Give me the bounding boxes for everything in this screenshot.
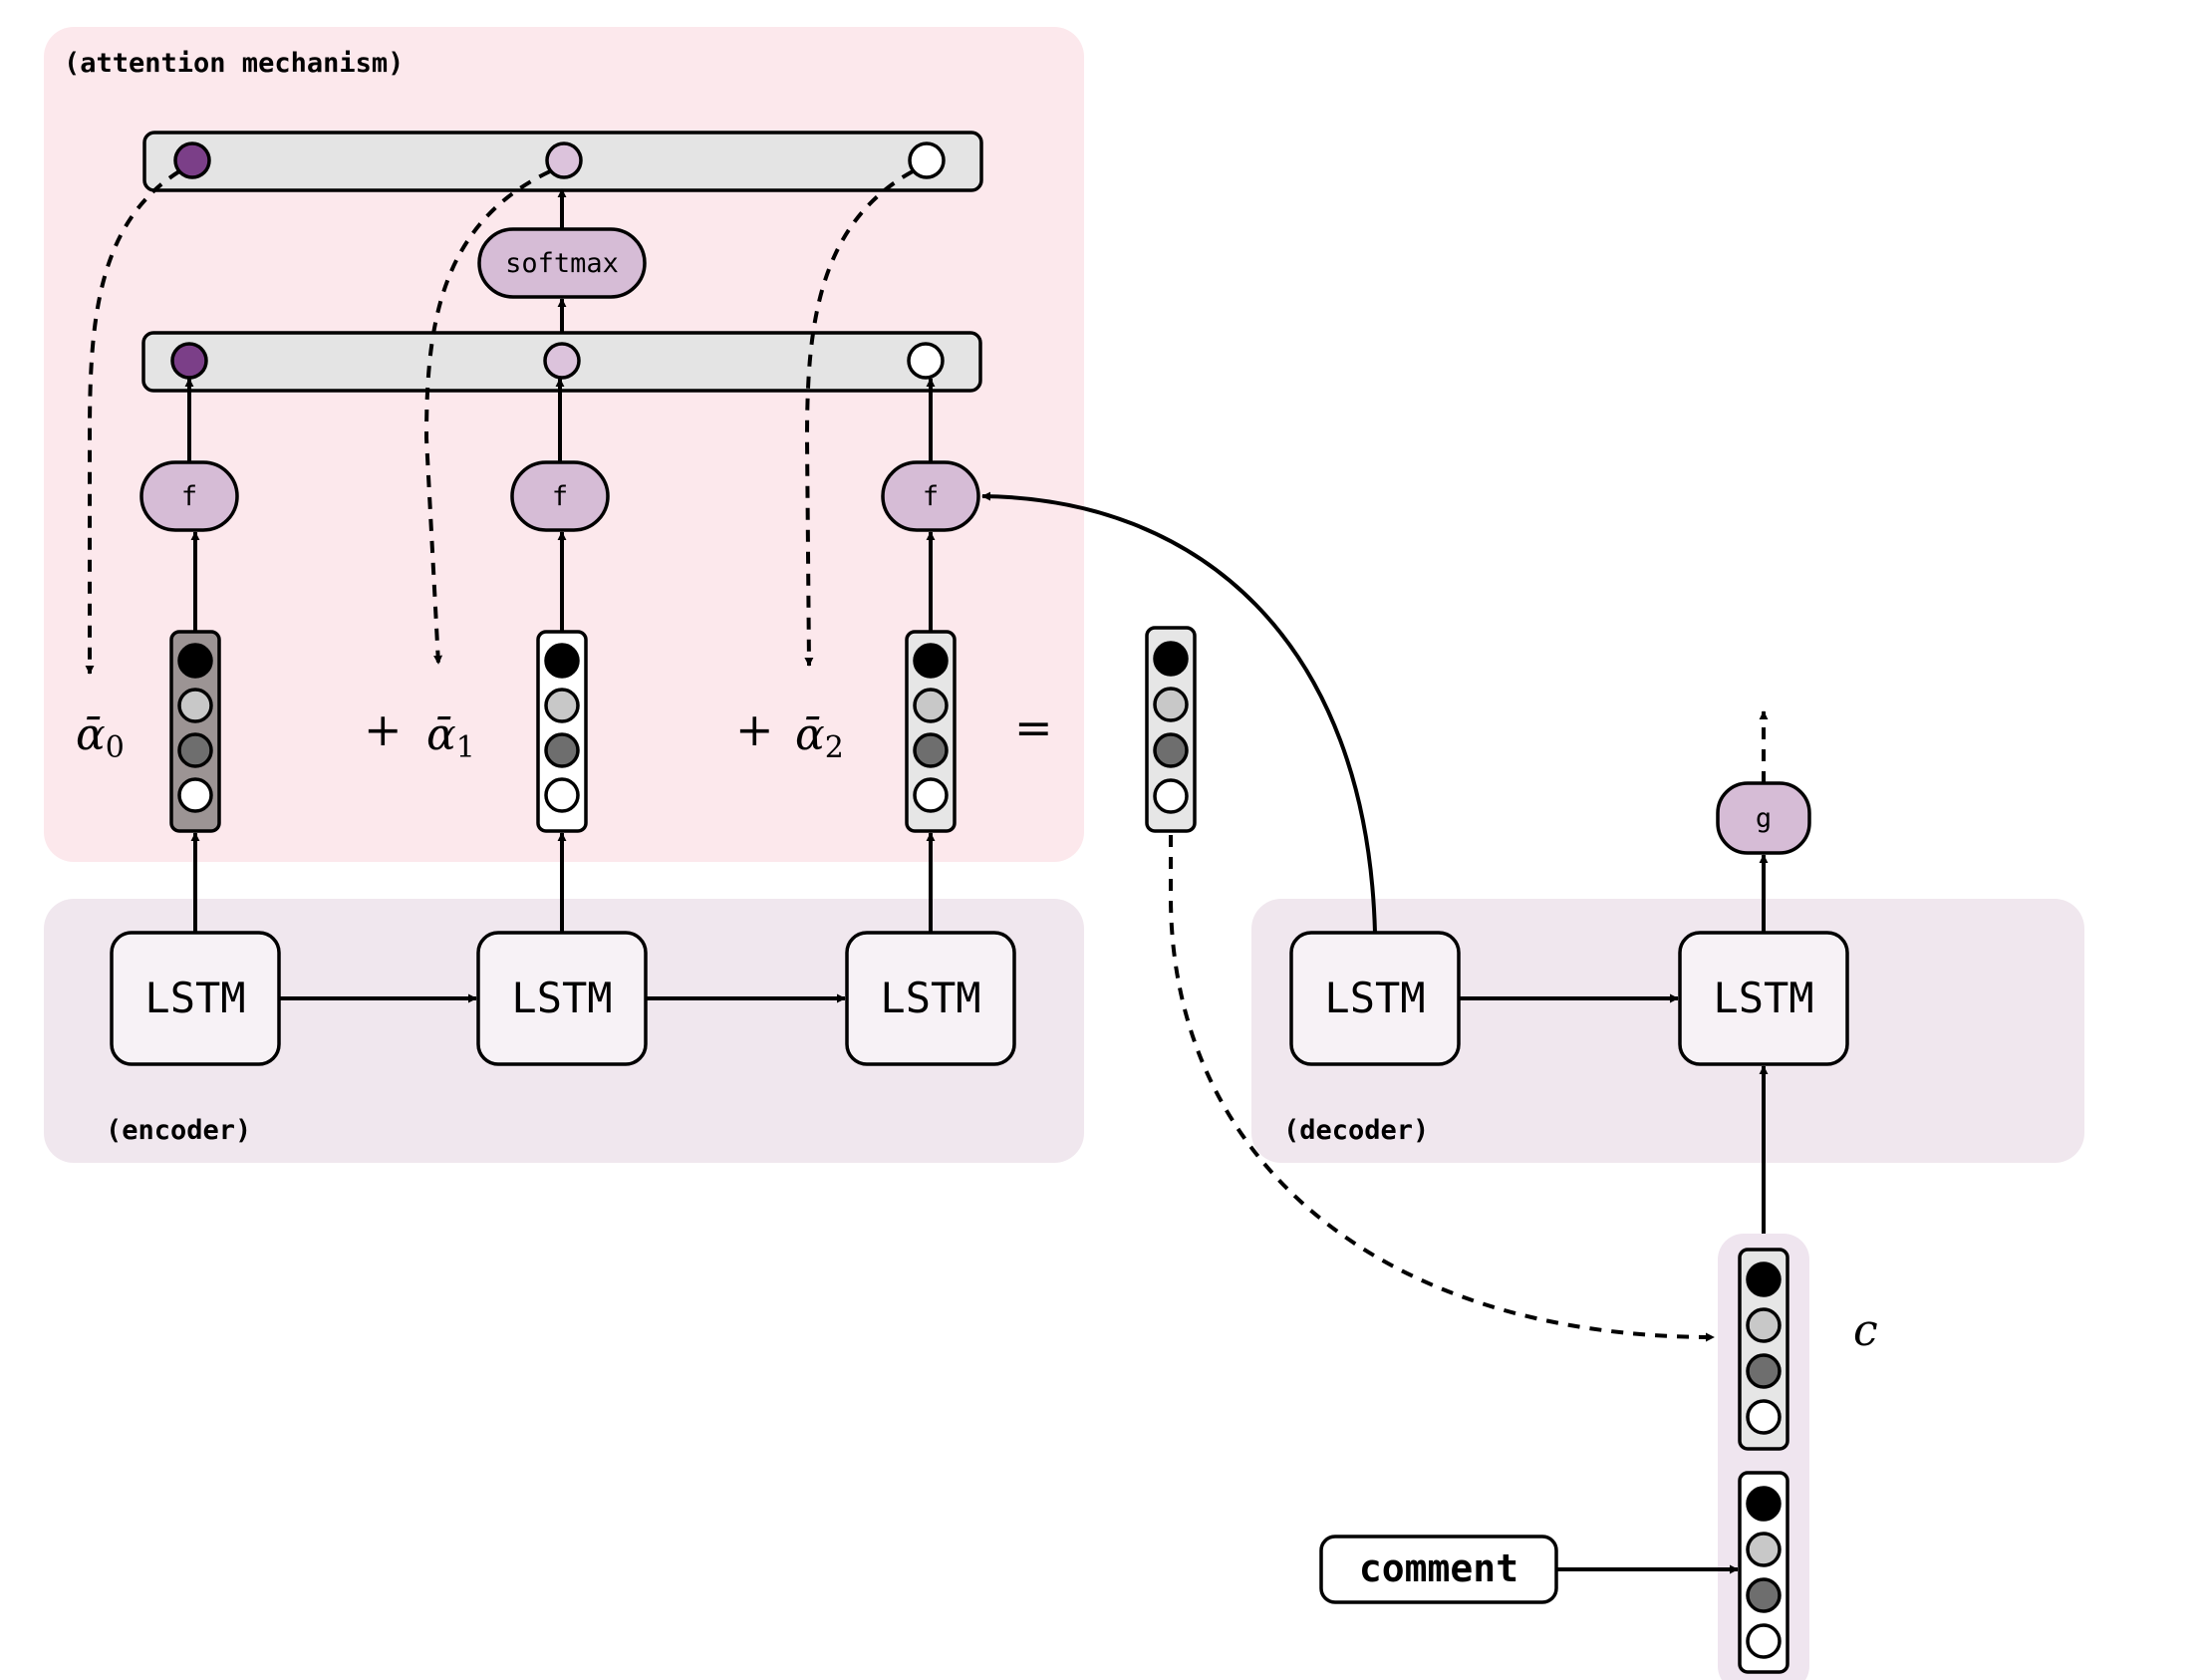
c-vector <box>1738 1248 1789 1451</box>
equals-sign: = <box>1014 700 1053 754</box>
encoder-lstm-1-label: LSTM <box>511 974 612 1022</box>
encoder-lstm-0-label: LSTM <box>144 974 245 1022</box>
alpha-2: ᾱ2 <box>795 709 844 765</box>
score-node-2 <box>907 342 945 380</box>
f-label-1: f <box>552 481 568 512</box>
dashed-arrow-context-to-c <box>1169 835 1715 1342</box>
decoder-lstm-1-label: LSTM <box>1713 974 1813 1022</box>
attention-label: (attention mechanism) <box>64 48 404 79</box>
encoder-label: (encoder) <box>106 1115 251 1146</box>
g-label: g <box>1756 803 1772 834</box>
alpha-0: ᾱ0 <box>76 709 125 765</box>
plus-sign-2: + <box>735 702 774 756</box>
score-node-0 <box>170 342 208 380</box>
decoder-label: (decoder) <box>1283 1115 1429 1146</box>
f-label-0: f <box>181 481 197 512</box>
score-node-1 <box>543 342 581 380</box>
weight-node-1 <box>545 141 583 179</box>
dashed-arrow-weight-1 <box>423 169 551 665</box>
comment-embedding-vector <box>1738 1471 1789 1674</box>
encoder-vector-0 <box>169 630 221 833</box>
decoder-lstm-0-label: LSTM <box>1324 974 1425 1022</box>
weight-node-2 <box>908 141 946 179</box>
f-label-2: f <box>923 481 939 512</box>
context-label: c <box>1853 1305 1878 1356</box>
softmax-label: softmax <box>505 248 619 279</box>
encoder-vector-1 <box>536 630 588 833</box>
dashed-arrow-weight-2 <box>804 169 914 667</box>
dashed-arrow-weight-0 <box>85 169 181 675</box>
alpha-1: ᾱ1 <box>426 709 475 765</box>
attention-region <box>44 27 1084 862</box>
comment-label: comment <box>1359 1546 1518 1590</box>
weight-node-0 <box>173 141 211 179</box>
plus-sign-1: + <box>364 702 403 756</box>
arrow-decoder-to-f2 <box>981 491 1377 934</box>
encoder-vector-2 <box>905 630 957 833</box>
encoder-lstm-2-label: LSTM <box>880 974 980 1022</box>
context-vector-result <box>1145 626 1197 833</box>
